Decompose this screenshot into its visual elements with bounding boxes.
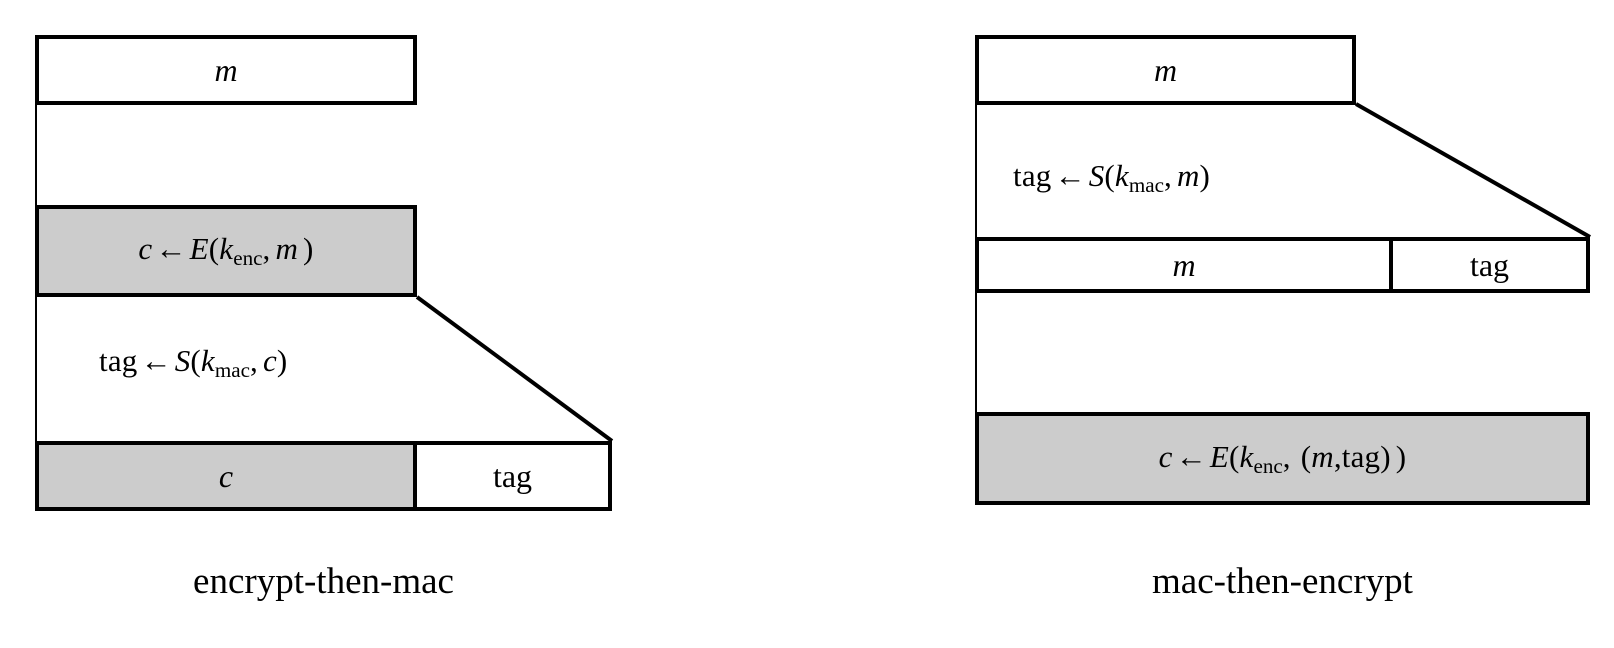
right-encrypt-formula: c←E(kenc,(m,tag)) [1159,441,1407,477]
right-mid-cell-tag: tag [1393,241,1586,289]
left-mac-close-paren: ) [276,343,288,378]
right-mac-comma: , [1164,158,1172,193]
right-spine-upper [975,101,977,241]
right-encrypt-arrow: ← [1175,438,1207,474]
right-mac-label-wrapper: tag←S(kmac,m) [1013,160,1210,196]
left-mac-label-wrapper: tag←S(kmac,c) [99,345,287,381]
left-result-ciphertext-label: c [218,457,234,494]
right-encrypt-inner-comma: , [1333,438,1342,474]
right-funnel-diagonal [1355,102,1591,239]
right-mac-arg: m [1176,158,1200,193]
left-mac-output: tag [99,343,138,378]
left-result-row: c tag [35,441,612,511]
left-diagram-caption: encrypt-then-mac [193,561,454,602]
right-mid-row: m tag [975,237,1590,293]
left-mac-comma: , [250,343,258,378]
left-mac-func: S [174,343,191,378]
right-encrypt-inner-close-paren: ) [1380,438,1391,474]
left-mac-open-paren: ( [190,343,201,378]
left-encrypt-formula: c←E(kenc,m) [138,233,313,269]
right-mac-open-paren: ( [1104,158,1115,193]
left-message-box: m [35,35,417,105]
left-message-label: m [214,51,238,88]
right-encrypt-key-subscript: enc [1253,453,1283,478]
right-spine-lower [975,289,977,416]
left-encrypt-key: k [219,231,234,267]
left-encrypt-comma: , [262,231,271,267]
right-mac-key: k [1114,158,1129,193]
right-encrypt-arg-tag: tag [1341,438,1381,474]
right-encrypt-comma: , [1282,438,1291,474]
right-mid-cell-message: m [979,241,1393,289]
right-encrypt-inner-open-paren: ( [1300,438,1312,474]
left-encrypt-close-paren: ) [303,231,314,267]
right-encrypt-box: c←E(kenc,(m,tag)) [975,412,1590,505]
right-encrypt-output: c [1158,438,1173,474]
left-encrypt-arrow: ← [155,231,187,267]
left-spine-upper [35,101,37,209]
left-encrypt-key-subscript: enc [233,245,263,270]
left-mac-formula: tag←S(kmac,c) [99,343,288,380]
left-result-cell-tag: tag [417,445,608,507]
right-mid-message-label: m [1172,246,1196,283]
left-mac-key-subscript: mac [214,357,250,382]
right-encrypt-open-paren: ( [1228,438,1240,474]
right-mac-close-paren: ) [1199,158,1211,193]
right-encrypt-func: E [1209,438,1229,474]
right-encrypt-key: k [1239,438,1254,474]
right-message-label: m [1153,51,1178,88]
right-encrypt-close-paren: ) [1395,438,1407,474]
left-mac-key: k [200,343,215,378]
left-spine-lower [35,293,37,445]
right-mac-formula: tag←S(kmac,m) [1013,158,1211,195]
left-encrypt-func: E [189,231,209,267]
right-mac-key-subscript: mac [1128,172,1164,197]
left-encrypt-box: c←E(kenc,m) [35,205,417,297]
right-mac-func: S [1088,158,1105,193]
left-encrypt-arg: m [275,231,299,267]
left-result-cell-ciphertext: c [39,445,417,507]
left-encrypt-output: c [138,231,153,267]
right-message-box: m [975,35,1356,105]
left-funnel-diagonal [415,295,614,443]
left-mac-arrow: ← [140,343,172,378]
left-mac-arg: c [262,343,277,378]
left-encrypt-open-paren: ( [208,231,220,267]
right-mac-arrow: ← [1054,158,1086,193]
right-mid-tag-label: tag [1469,246,1510,283]
right-mac-output: tag [1013,158,1052,193]
right-diagram-caption: mac-then-encrypt [1152,561,1413,602]
left-result-tag-label: tag [492,457,533,494]
right-encrypt-arg-message: m [1311,438,1334,474]
